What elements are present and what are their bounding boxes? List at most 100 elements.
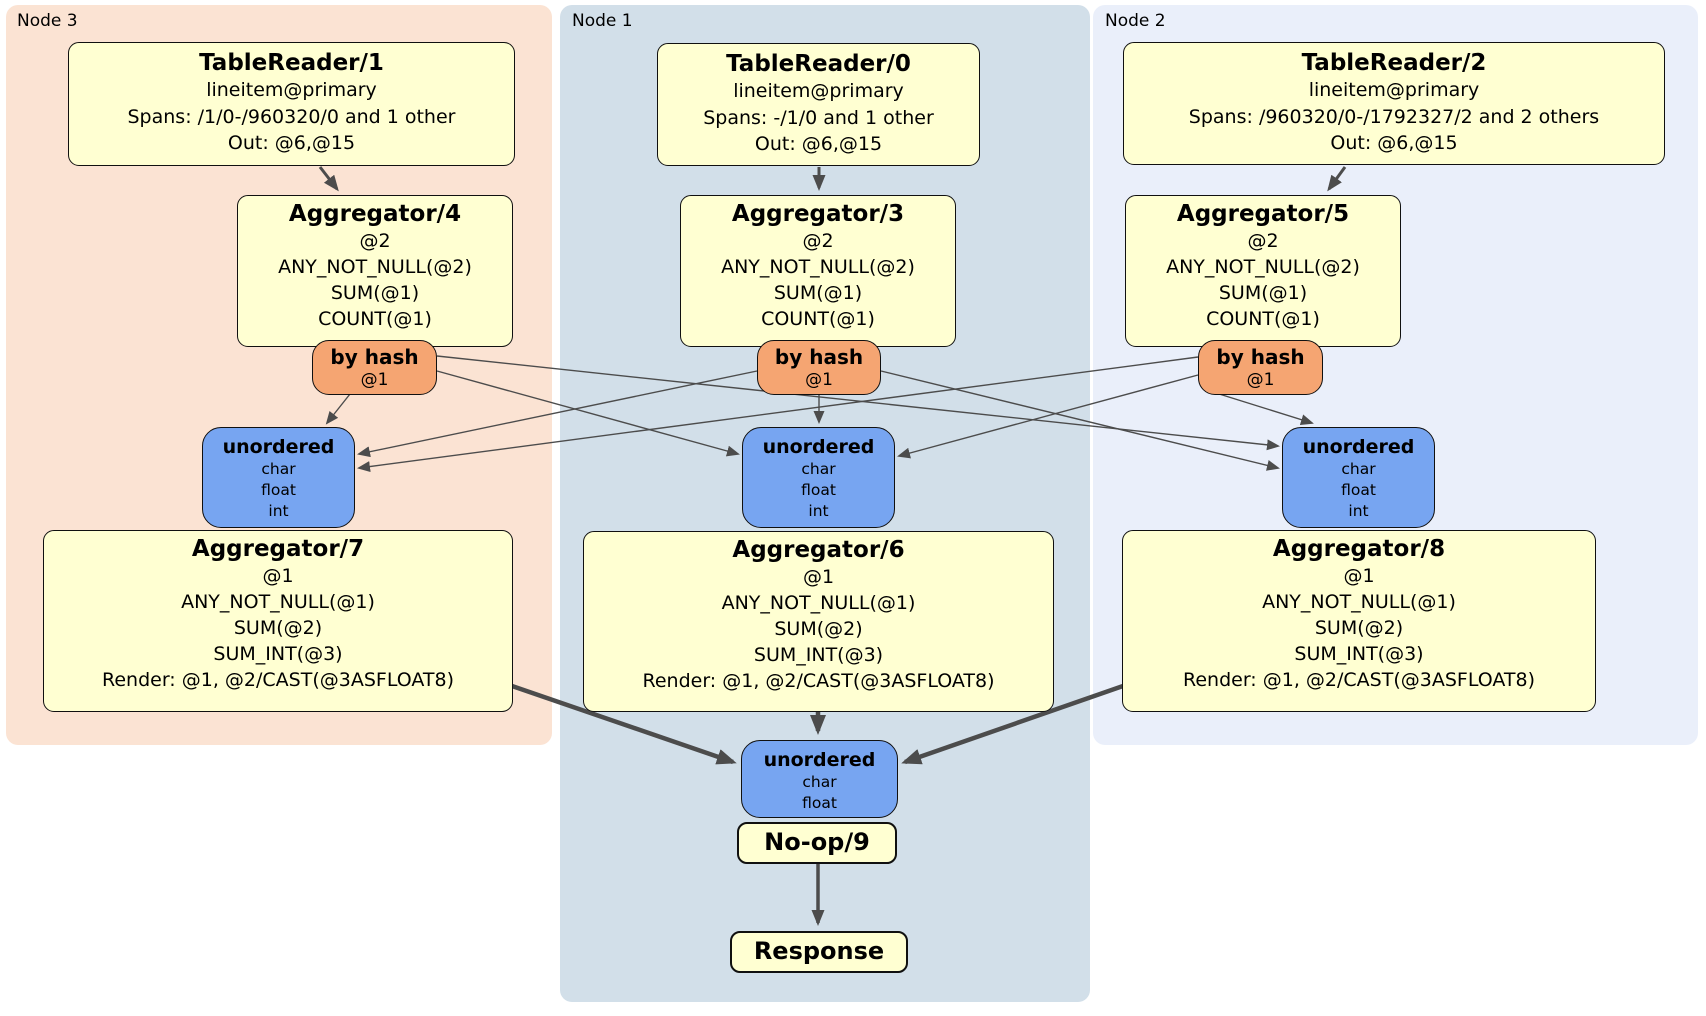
edge (511, 683, 737, 765)
box-tablereader-2: TableReader/2 lineitem@primary Spans: /9… (1123, 42, 1665, 165)
sync-stream: char (261, 460, 296, 478)
edge (1327, 166, 1347, 192)
box-tablereader-1: TableReader/1 lineitem@primary Spans: /1… (68, 42, 515, 166)
processor-title: No-op/9 (764, 828, 870, 856)
box-aggregator-7: Aggregator/7 @1 ANY_NOT_NULL(@1) SUM(@2)… (43, 530, 513, 712)
processor-detail: COUNT(@1) (761, 308, 875, 330)
sync-stream: int (268, 502, 289, 520)
sync-unordered-node3: unordered char float int (202, 427, 355, 528)
processor-detail: SUM(@1) (773, 282, 863, 304)
edge (357, 370, 758, 458)
processor-detail: ANY_NOT_NULL(@1) (1262, 591, 1456, 613)
sync-title: unordered (763, 749, 876, 771)
processor-detail: Spans: -/1/0 and 1 other (703, 106, 934, 129)
processor-detail: COUNT(@1) (318, 308, 432, 330)
processor-title: Aggregator/4 (288, 201, 462, 227)
processor-title: TableReader/1 (199, 50, 384, 76)
processor-detail: Render: @1, @2/CAST(@3ASFLOAT8) (1183, 669, 1535, 691)
processor-detail: ANY_NOT_NULL(@2) (1166, 256, 1360, 278)
edge (1215, 392, 1314, 425)
router-key: @1 (1246, 370, 1275, 390)
processor-detail: SUM(@2) (774, 618, 863, 640)
sync-stream: char (1341, 460, 1376, 478)
processor-detail: ANY_NOT_NULL(@1) (181, 591, 375, 613)
processor-detail: SUM_INT(@3) (1294, 643, 1424, 665)
processor-detail: @2 (802, 230, 834, 252)
processor-detail: lineitem@primary (206, 79, 377, 101)
node3-label: Node 3 (17, 11, 78, 31)
hash-router-node1: by hash @1 (757, 340, 881, 395)
processor-detail: lineitem@primary (733, 80, 904, 102)
box-aggregator-3: Aggregator/3 @2 ANY_NOT_NULL(@2) SUM(@1)… (680, 195, 956, 347)
processor-detail: @2 (359, 230, 391, 252)
processor-detail: Spans: /960320/0-/1792327/2 and 2 others (1188, 105, 1600, 128)
processor-detail: SUM_INT(@3) (753, 644, 884, 666)
processor-detail: COUNT(@1) (1206, 308, 1320, 330)
edge (901, 683, 1124, 765)
edge (325, 393, 351, 425)
box-noop-9: No-op/9 (737, 822, 897, 864)
hash-router-node3: by hash @1 (312, 340, 437, 395)
router-title: by hash (774, 345, 864, 369)
sync-stream: int (808, 502, 829, 520)
processor-detail: @1 (262, 565, 294, 587)
processor-detail: Out: @6,@15 (227, 132, 356, 154)
box-response: Response (730, 931, 908, 973)
processor-detail: SUM(@1) (330, 282, 420, 304)
processor-title: Aggregator/7 (191, 536, 365, 562)
sync-title: unordered (1302, 436, 1415, 458)
sync-stream: float (261, 481, 296, 499)
router-title: by hash (1216, 345, 1305, 369)
edge (897, 374, 1199, 459)
processor-detail: Spans: /1/0-/960320/0 and 1 other (127, 105, 456, 128)
router-title: by hash (330, 345, 419, 369)
edge (318, 166, 339, 192)
processor-detail: Out: @6,@15 (754, 133, 883, 155)
edge (436, 370, 740, 457)
processor-detail: ANY_NOT_NULL(@2) (721, 256, 915, 278)
processor-detail: ANY_NOT_NULL(@1) (721, 592, 916, 614)
edge (436, 355, 1280, 451)
box-aggregator-6: Aggregator/6 @1 ANY_NOT_NULL(@1) SUM(@2)… (583, 531, 1054, 712)
sync-stream: char (802, 773, 837, 791)
processor-detail: @2 (1247, 230, 1279, 252)
processor-detail: Render: @1, @2/CAST(@3ASFLOAT8) (102, 669, 454, 691)
sync-unordered-final: unordered char float (741, 740, 898, 818)
sync-stream: float (801, 481, 836, 499)
processor-title: Aggregator/5 (1176, 201, 1350, 227)
hash-router-node2: by hash @1 (1198, 340, 1323, 395)
box-aggregator-5: Aggregator/5 @2 ANY_NOT_NULL(@2) SUM(@1)… (1125, 195, 1401, 347)
processor-detail: @1 (1343, 565, 1375, 587)
edge (880, 370, 1280, 471)
processor-title: TableReader/2 (1301, 50, 1487, 76)
processor-detail: SUM(@2) (233, 617, 323, 639)
sync-stream: char (801, 460, 836, 478)
processor-title: Aggregator/8 (1272, 536, 1446, 562)
edge (357, 356, 1199, 473)
sync-stream: int (1348, 502, 1369, 520)
processor-title: Aggregator/6 (732, 537, 905, 563)
router-key: @1 (360, 370, 389, 390)
processor-detail: @1 (802, 566, 835, 588)
processor-detail: SUM(@1) (1218, 282, 1308, 304)
node1-label: Node 1 (572, 11, 633, 31)
processor-title: TableReader/0 (726, 51, 911, 77)
box-aggregator-8: Aggregator/8 @1 ANY_NOT_NULL(@1) SUM(@2)… (1122, 530, 1596, 712)
processor-detail: Out: @6,@15 (1330, 132, 1458, 154)
box-tablereader-0: TableReader/0 lineitem@primary Spans: -/… (657, 43, 980, 166)
processor-detail: ANY_NOT_NULL(@2) (278, 256, 472, 278)
processor-detail: SUM(@2) (1314, 617, 1404, 639)
router-key: @1 (805, 370, 833, 390)
sync-unordered-node2: unordered char float int (1282, 427, 1435, 528)
sync-stream: float (1341, 481, 1376, 499)
sync-title: unordered (222, 436, 335, 458)
processor-detail: lineitem@primary (1308, 79, 1480, 101)
box-aggregator-4: Aggregator/4 @2 ANY_NOT_NULL(@2) SUM(@1)… (237, 195, 513, 347)
node2-label: Node 2 (1105, 11, 1166, 31)
sync-stream: float (802, 794, 837, 812)
processor-title: Aggregator/3 (731, 201, 905, 227)
sync-title: unordered (762, 436, 875, 458)
processor-title: Response (753, 937, 885, 965)
